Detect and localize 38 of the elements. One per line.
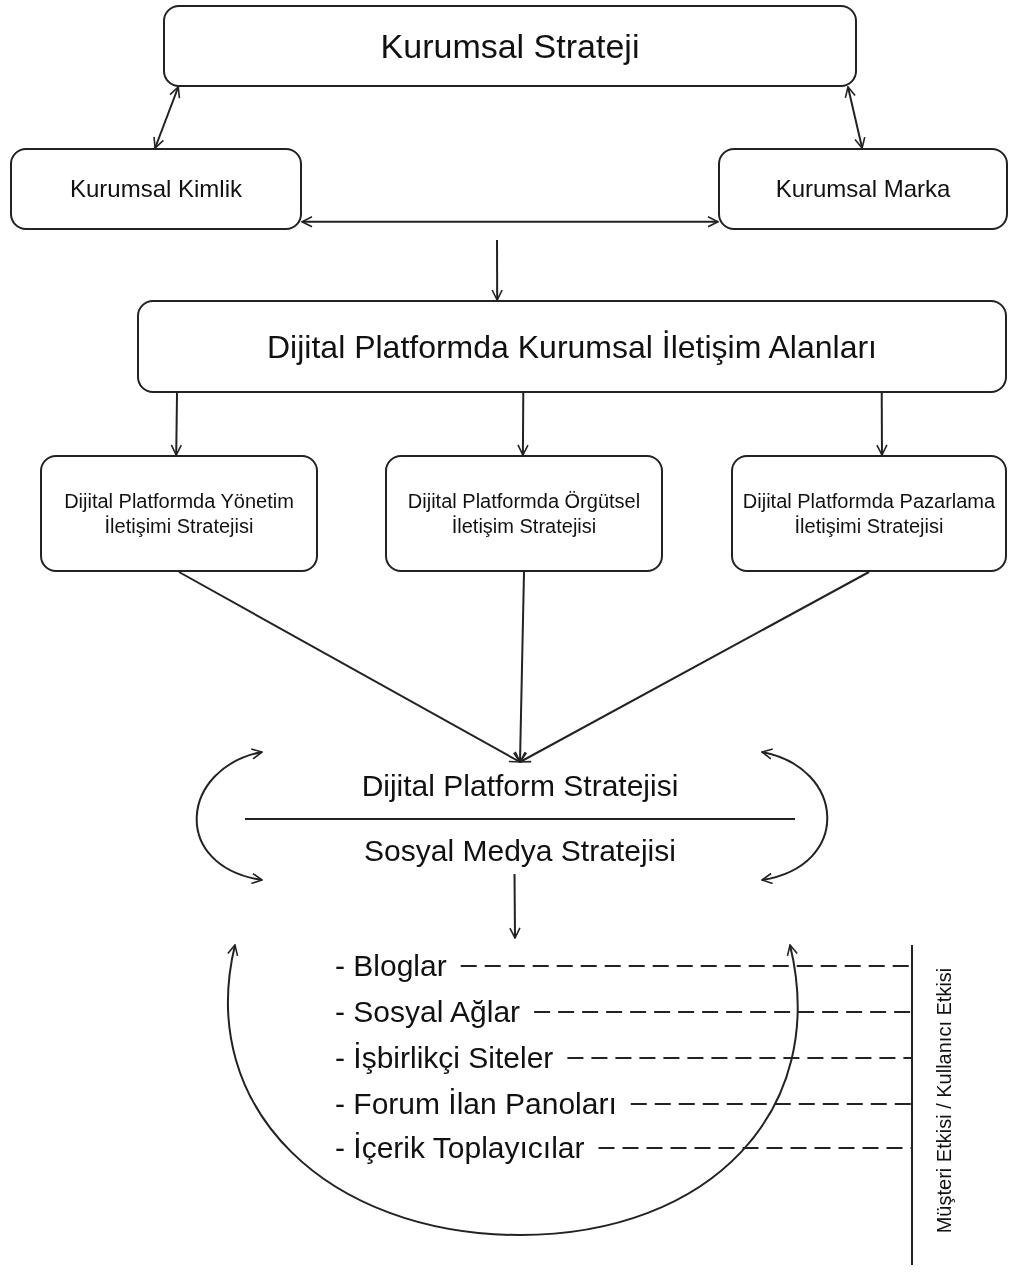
arrow	[844, 86, 866, 149]
list-item: - İşbirlikçi Siteler	[335, 1040, 554, 1076]
arrow	[491, 239, 503, 301]
arrow	[514, 571, 526, 763]
side-label: Müşteri Etkisi / Kullanıcı Etkisi	[933, 967, 957, 1233]
process-box	[718, 148, 1008, 230]
process-box	[731, 455, 1007, 572]
dashed-connector	[459, 965, 912, 967]
box-label: Dijital Platformda Kurumsal İletişim Alanları	[267, 327, 877, 367]
strategy-label: Dijital Platform Stratejisi	[361, 767, 679, 804]
arrow	[178, 571, 521, 763]
dashed-connector	[566, 1057, 912, 1059]
process-box	[163, 5, 857, 87]
box-label: Kurumsal Kimlik	[70, 174, 242, 204]
process-box	[385, 455, 663, 572]
list-item: - Sosyal Ağlar	[335, 994, 521, 1030]
strategy-label: Sosyal Medya Stratejisi	[364, 833, 676, 869]
dashed-connector	[629, 1103, 912, 1105]
process-box	[10, 148, 302, 230]
box-label: Dijital Platformda Pazarlama İletişimi Stratejisi	[741, 488, 997, 539]
arrow	[153, 86, 181, 149]
arrow	[519, 571, 870, 763]
arrow	[876, 392, 888, 456]
list-item: - Forum İlan Panoları	[335, 1086, 617, 1122]
arrow	[170, 392, 183, 456]
box-label: Dijital Platformda Yönetim İletişimi Stratejisi	[63, 488, 295, 539]
box-label: Kurumsal Strateji	[380, 25, 640, 67]
box-label: Dijital Platformda Örgütsel İletişim Stratejisi	[406, 488, 642, 539]
dashed-connector	[533, 1011, 912, 1013]
vertical-bar	[911, 945, 915, 1265]
arrow	[509, 873, 521, 939]
list-item: - İçerik Toplayıcılar	[335, 1130, 585, 1166]
process-box	[137, 300, 1007, 393]
arrow	[301, 216, 719, 228]
process-box	[40, 455, 318, 572]
arrow	[517, 392, 529, 456]
list-item: - Bloglar	[335, 948, 447, 984]
box-label: Kurumsal Marka	[775, 174, 951, 204]
